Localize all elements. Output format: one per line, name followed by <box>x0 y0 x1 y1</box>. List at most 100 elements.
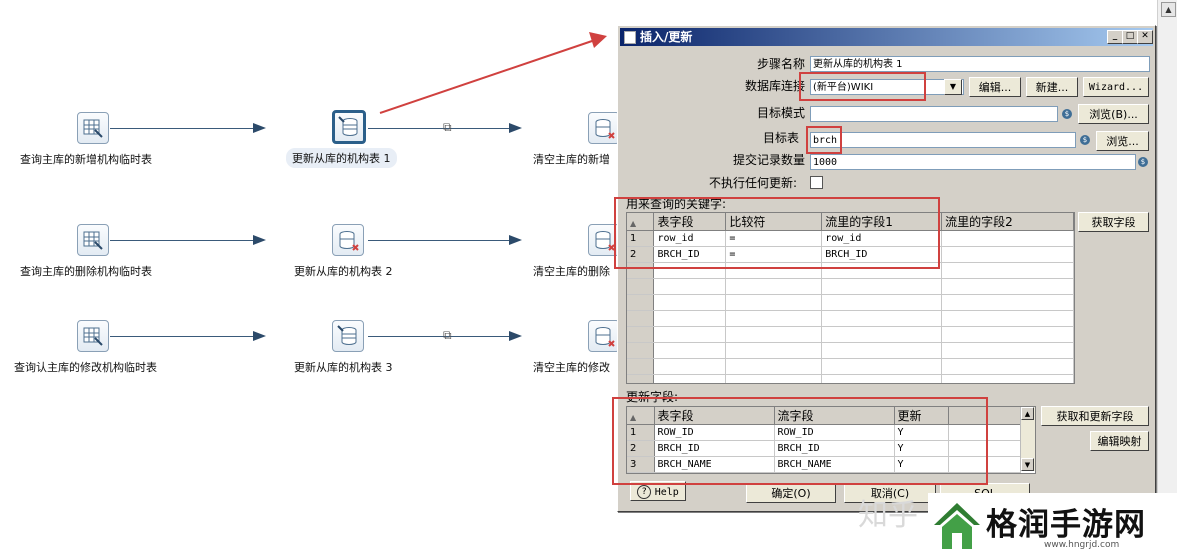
table-row[interactable]: 1 ROW_ID ROW_ID Y <box>627 424 1021 441</box>
step-label[interactable]: 查询主库的删除机构临时表 <box>20 265 152 278</box>
insert-update-step-icon[interactable] <box>332 320 364 352</box>
help-button[interactable]: ? Help <box>630 481 686 501</box>
insert-update-step-icon[interactable] <box>332 110 366 144</box>
table-cell[interactable]: BRCH_NAME <box>654 456 775 473</box>
table-input-step-icon[interactable] <box>77 112 109 144</box>
maximize-icon[interactable]: □ <box>1122 30 1138 44</box>
table-cell[interactable]: BRCH_ID <box>653 246 727 263</box>
column-header[interactable]: ▲ <box>627 213 655 231</box>
minimize-icon[interactable]: _ <box>1107 30 1123 44</box>
hop-arrow <box>253 123 266 133</box>
step-label[interactable]: 更新从库的机构表 2 <box>294 265 393 278</box>
table-cell[interactable]: BRCH_ID <box>774 440 895 457</box>
table-cell[interactable]: Y <box>894 424 949 441</box>
table-row-empty[interactable] <box>627 278 1074 295</box>
table-row-empty[interactable] <box>627 326 1074 343</box>
table-cell[interactable]: BRCH_ID <box>821 246 943 263</box>
table-cell[interactable]: Y <box>894 456 949 473</box>
step-label[interactable]: 更新从库的机构表 1 <box>286 148 397 168</box>
update-table-scrollbar[interactable]: ▲ ▼ <box>1020 407 1035 471</box>
ok-button[interactable]: 确定(O) <box>746 483 836 503</box>
canvas-scrollbar[interactable]: ▲ <box>1157 0 1177 558</box>
copy-hop-icon[interactable]: ⧉ <box>443 120 452 134</box>
db-connection-dropdown[interactable]: ▼ <box>944 79 962 95</box>
get-update-fields-button[interactable]: 获取和更新字段 <box>1041 406 1149 426</box>
step-label[interactable]: 查询主库的新增机构临时表 <box>20 153 152 166</box>
edit-connection-button[interactable]: 编辑... <box>969 77 1021 97</box>
table-cell[interactable]: row_id <box>821 230 943 247</box>
table-row[interactable]: 1 row_id = row_id <box>627 230 1074 247</box>
copy-hop-icon[interactable]: ⧉ <box>443 328 452 342</box>
column-header[interactable]: 表字段 <box>654 407 775 425</box>
table-cell[interactable]: ROW_ID <box>654 424 775 441</box>
column-header[interactable]: 比较符 <box>725 213 823 231</box>
step-label[interactable]: 更新从库的机构表 3 <box>294 361 393 374</box>
wizard-button[interactable]: Wizard... <box>1083 77 1149 97</box>
dialog-titlebar[interactable]: 插入/更新 _ □ ✕ <box>620 28 1153 46</box>
step-label[interactable]: 清空主库的修改 <box>533 361 610 374</box>
column-header[interactable]: 流里的字段1 <box>821 213 943 231</box>
delete-step-icon[interactable] <box>588 224 620 256</box>
table-row-empty[interactable] <box>627 374 1074 383</box>
get-fields-button[interactable]: 获取字段 <box>1078 212 1149 232</box>
table-row[interactable]: 3 BRCH_NAME BRCH_NAME Y <box>627 456 1021 473</box>
table-cell[interactable] <box>941 230 1074 247</box>
target-schema-field[interactable] <box>810 106 1058 122</box>
hop-line <box>368 128 518 129</box>
column-header[interactable]: 流字段 <box>774 407 895 425</box>
table-cell[interactable]: = <box>725 246 823 263</box>
column-header[interactable]: ▲ <box>627 407 655 425</box>
delete-step-icon[interactable] <box>332 224 364 256</box>
table-cell[interactable] <box>948 424 1021 441</box>
delete-step-icon[interactable] <box>588 320 620 352</box>
table-row[interactable]: 2 BRCH_ID BRCH_ID Y <box>627 440 1021 457</box>
table-cell[interactable] <box>948 440 1021 457</box>
table-row-empty[interactable] <box>627 262 1074 279</box>
row-number: 1 <box>627 230 655 247</box>
column-header[interactable]: 更新 <box>894 407 949 425</box>
column-header[interactable]: 流里的字段2 <box>941 213 1074 231</box>
db-connection-value: (新平台)WIKI <box>813 82 874 93</box>
table-row-empty[interactable] <box>627 310 1074 327</box>
table-row[interactable]: 2 BRCH_ID = BRCH_ID <box>627 246 1074 263</box>
table-cell[interactable]: BRCH_ID <box>654 440 775 457</box>
table-cell[interactable] <box>941 246 1074 263</box>
commit-size-field[interactable]: 1000 <box>810 154 1136 170</box>
table-cell[interactable]: ROW_ID <box>774 424 895 441</box>
table-header-row: ▲ 表字段 流字段 更新 <box>627 407 1021 425</box>
hop-arrow <box>253 235 266 245</box>
close-icon[interactable]: ✕ <box>1137 30 1153 44</box>
target-table-field[interactable]: brch <box>810 132 1076 148</box>
scroll-down-icon[interactable]: ▼ <box>1021 458 1034 471</box>
delete-step-icon[interactable] <box>588 112 620 144</box>
step-label[interactable]: 查询认主库的修改机构临时表 <box>14 361 157 374</box>
table-cell[interactable]: = <box>725 230 823 247</box>
table-input-step-icon[interactable] <box>77 224 109 256</box>
browse-table-button[interactable]: 浏览... <box>1096 131 1149 151</box>
help-icon: ? <box>637 485 652 499</box>
db-connection-select[interactable]: (新平台)WIKI <box>810 79 964 95</box>
row-number: 2 <box>627 246 655 263</box>
table-row-empty[interactable] <box>627 342 1074 359</box>
table-row-empty[interactable] <box>627 294 1074 311</box>
column-header[interactable] <box>948 407 1021 425</box>
table-cell[interactable]: Y <box>894 440 949 457</box>
new-connection-button[interactable]: 新建... <box>1026 77 1078 97</box>
step-label[interactable]: 清空主库的新增 <box>533 153 610 166</box>
table-row-empty[interactable] <box>627 358 1074 375</box>
table-input-step-icon[interactable] <box>77 320 109 352</box>
scroll-up-icon[interactable]: ▲ <box>1021 407 1034 420</box>
edit-mapping-button[interactable]: 编辑映射 <box>1090 431 1149 451</box>
step-label[interactable]: 清空主库的删除 <box>533 265 610 278</box>
lookup-keys-table[interactable]: ▲ 表字段 比较符 流里的字段1 流里的字段2 1 row_id = row_i… <box>626 212 1075 384</box>
scroll-up-arrow-icon[interactable]: ▲ <box>1161 2 1176 17</box>
column-header[interactable]: 表字段 <box>653 213 727 231</box>
brand-url: www.hngrjd.com <box>1044 540 1120 550</box>
table-cell[interactable]: BRCH_NAME <box>774 456 895 473</box>
update-fields-table[interactable]: ▲ 表字段 流字段 更新 1 ROW_ID ROW_ID Y 2 BRCH_ <box>626 406 1036 474</box>
no-update-checkbox[interactable] <box>810 176 823 189</box>
step-name-field[interactable]: 更新从库的机构表 1 <box>810 56 1150 72</box>
browse-schema-button[interactable]: 浏览(B)... <box>1078 104 1149 124</box>
table-cell[interactable]: row_id <box>653 230 727 247</box>
table-cell[interactable] <box>948 456 1021 473</box>
